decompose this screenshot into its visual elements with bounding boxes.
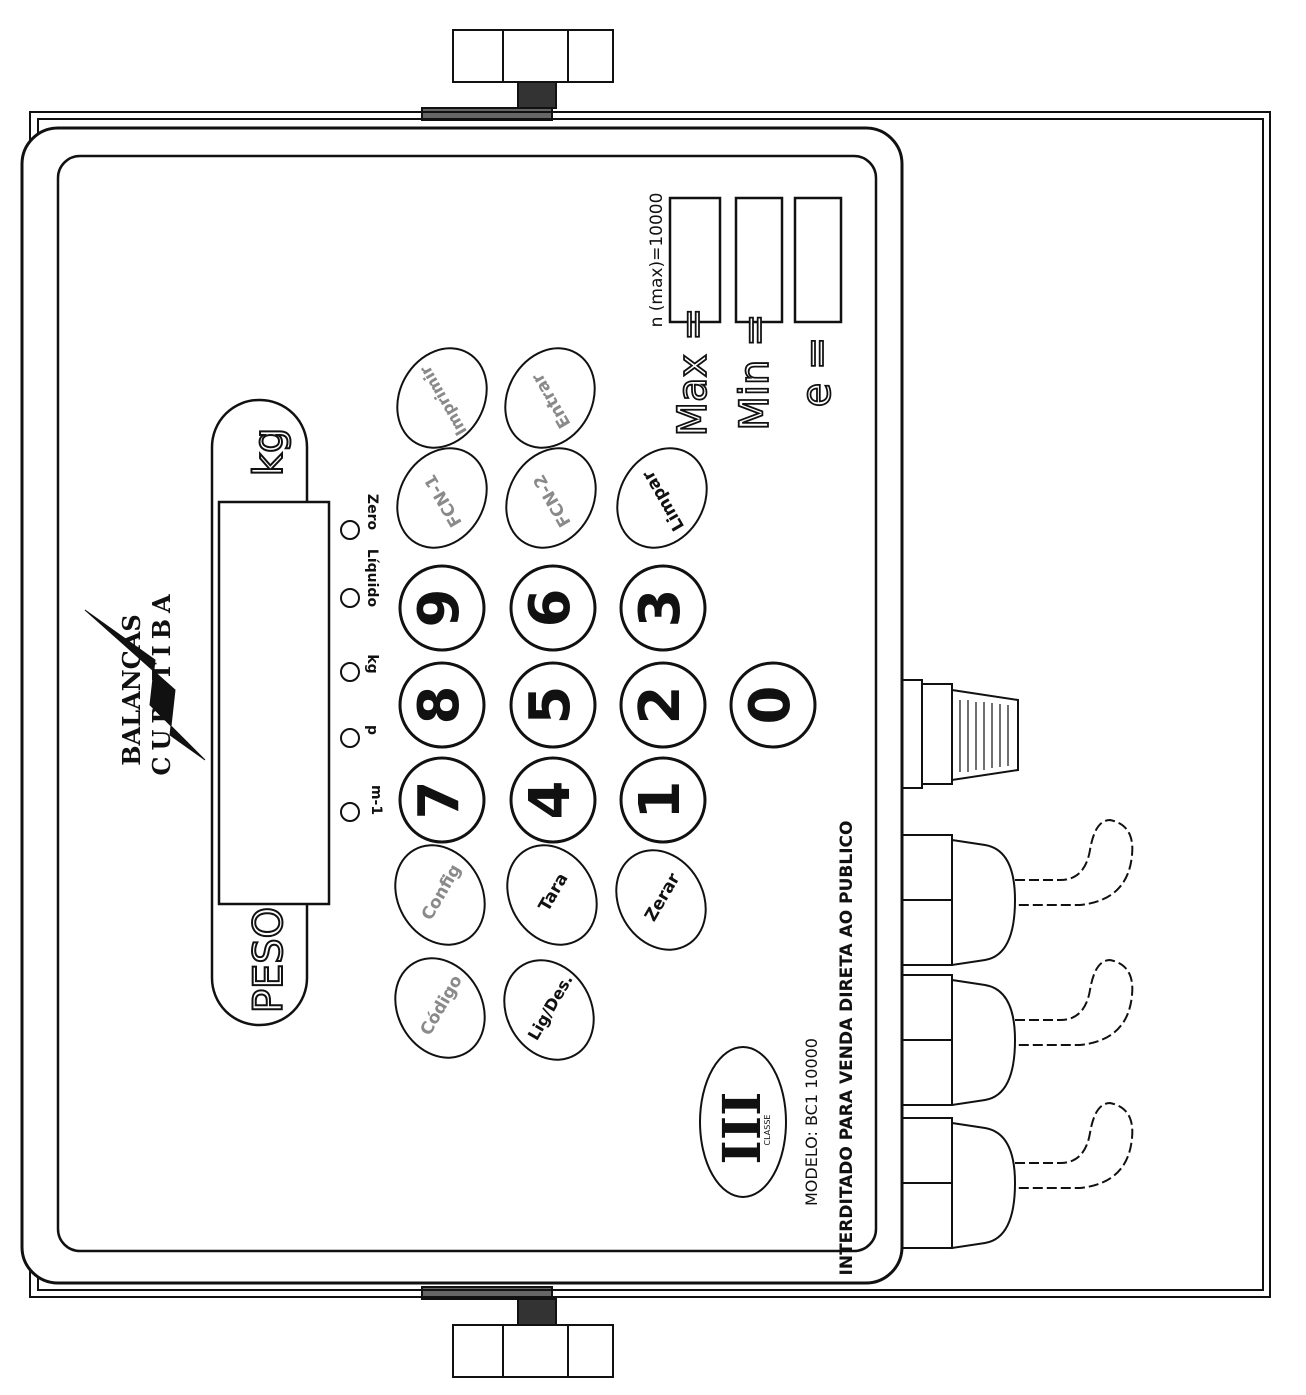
spec-max-label: Max = xyxy=(670,308,716,437)
key-3-label: 3 xyxy=(628,589,693,628)
key-8[interactable]: 8 xyxy=(398,661,486,749)
spec-n-max-label: n (max)=10000 xyxy=(647,193,667,328)
key-codigo[interactable]: Código xyxy=(378,942,503,1074)
display-peso-label: PESO xyxy=(246,907,292,1013)
indicator-p-light xyxy=(340,728,360,748)
spec-e-label: e = xyxy=(794,337,840,408)
indicator-zero-label: Zero xyxy=(364,494,380,531)
indicator-zero-light xyxy=(340,520,360,540)
function-keypad: Código Lig/Des. Config Tara Zerar FCN-1 … xyxy=(378,332,725,1076)
key-9[interactable]: 9 xyxy=(398,564,486,652)
key-entrar[interactable]: Entrar xyxy=(488,332,613,464)
indicator-liquido-light xyxy=(340,588,360,608)
lightning-bolt-icon xyxy=(84,609,206,761)
indicator-liquido-label: Líquido xyxy=(364,549,380,608)
model-label: MODELO: BC1 10000 xyxy=(802,1038,821,1206)
display-unit-label: kg xyxy=(246,428,292,477)
cable-connector-2 xyxy=(901,958,1134,1107)
spec-min-label: Min = xyxy=(732,313,778,430)
class-numeral: III xyxy=(712,1092,773,1165)
key-8-label: 8 xyxy=(407,686,472,725)
key-1-label: 1 xyxy=(628,781,693,820)
key-1[interactable]: 1 xyxy=(619,756,707,844)
key-2[interactable]: 2 xyxy=(619,661,707,749)
key-4-label: 4 xyxy=(518,781,583,820)
key-5-label: 5 xyxy=(518,686,583,725)
key-4[interactable]: 4 xyxy=(509,756,597,844)
indicator-kg-light xyxy=(340,662,360,682)
key-2-label: 2 xyxy=(628,686,693,725)
key-limpar[interactable]: Limpar xyxy=(600,432,725,564)
warning-label: INTERDITADO PARA VENDA DIRETA AO PUBLICO xyxy=(837,821,857,1276)
spec-min-box xyxy=(734,196,784,324)
brand-logo: BALANÇAS CURITIBA xyxy=(117,588,176,775)
key-5[interactable]: 5 xyxy=(509,661,597,749)
indicator-m1-label: m-1 xyxy=(368,785,384,815)
key-fcn-1[interactable]: FCN-1 xyxy=(380,432,505,564)
spec-max-box xyxy=(668,196,722,324)
key-3[interactable]: 3 xyxy=(619,564,707,652)
power-cable-gland xyxy=(901,679,1019,789)
spec-e-box xyxy=(793,196,843,324)
cable-connector-3 xyxy=(901,1101,1134,1250)
indicator-lights xyxy=(340,520,360,822)
class-sub-label: CLASSE xyxy=(763,1115,772,1146)
weight-display xyxy=(210,398,331,1027)
key-7-label: 7 xyxy=(407,781,472,820)
key-imprimir[interactable]: Imprimir xyxy=(380,332,505,464)
key-9-label: 9 xyxy=(407,589,472,628)
key-0-label: 0 xyxy=(738,686,803,725)
key-7[interactable]: 7 xyxy=(398,756,486,844)
key-config[interactable]: Config xyxy=(378,829,503,961)
key-6-label: 6 xyxy=(518,589,583,628)
spec-boxes xyxy=(668,196,843,324)
key-lig-des[interactable]: Lig/Des. xyxy=(487,944,612,1076)
bottom-mounting-knob xyxy=(421,1286,614,1378)
numeric-keypad: 7 8 9 4 5 6 1 2 xyxy=(398,564,817,844)
key-0[interactable]: 0 xyxy=(729,661,817,749)
key-zerar[interactable]: Zerar xyxy=(599,834,724,966)
indicator-m1-light xyxy=(340,802,360,822)
indicator-kg-label: kg xyxy=(364,654,380,673)
top-mounting-knob xyxy=(421,29,614,121)
cable-connector-1 xyxy=(901,818,1134,967)
accuracy-class-badge: III CLASSE xyxy=(699,1046,787,1198)
key-fcn-2[interactable]: FCN-2 xyxy=(489,432,614,564)
key-6[interactable]: 6 xyxy=(509,564,597,652)
key-tara[interactable]: Tara xyxy=(490,829,615,961)
indicator-p-label: p xyxy=(364,725,380,735)
